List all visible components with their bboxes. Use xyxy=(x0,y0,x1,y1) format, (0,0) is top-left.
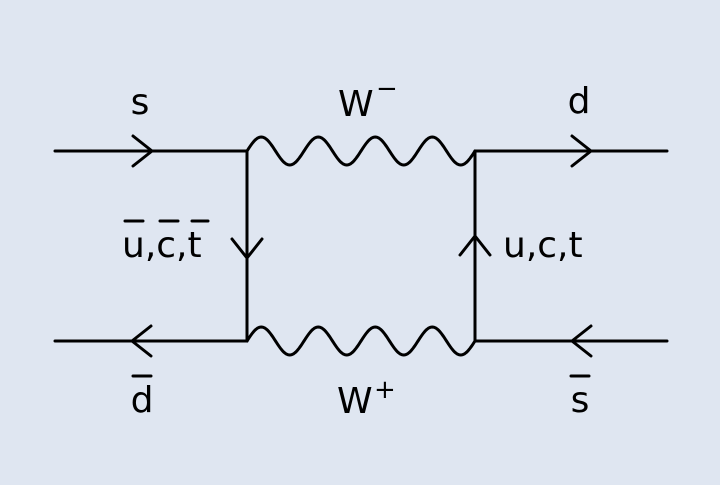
w-plus-charge: + xyxy=(374,375,396,405)
dbar-label: d xyxy=(131,380,154,421)
dbar-arrow-icon xyxy=(130,324,153,358)
w-plus-boson-line xyxy=(245,325,477,357)
w-minus-charge: − xyxy=(376,74,398,104)
sbar-label: s xyxy=(571,380,590,421)
d-arrow-icon xyxy=(570,134,593,168)
right-quarks-label: u,c,t xyxy=(503,225,583,266)
left-quarks-label: u,c,t xyxy=(122,225,202,266)
sbar-arrow-icon xyxy=(570,324,593,358)
d-label: d xyxy=(568,81,591,122)
w-minus-boson-line xyxy=(245,135,477,167)
s-arrow-icon xyxy=(131,134,154,168)
left-down-arrow-icon xyxy=(230,237,264,260)
s-label: s xyxy=(131,82,150,123)
w-minus-label: W xyxy=(338,84,374,125)
w-plus-label: W xyxy=(337,381,373,422)
right-up-arrow-icon xyxy=(458,234,492,257)
